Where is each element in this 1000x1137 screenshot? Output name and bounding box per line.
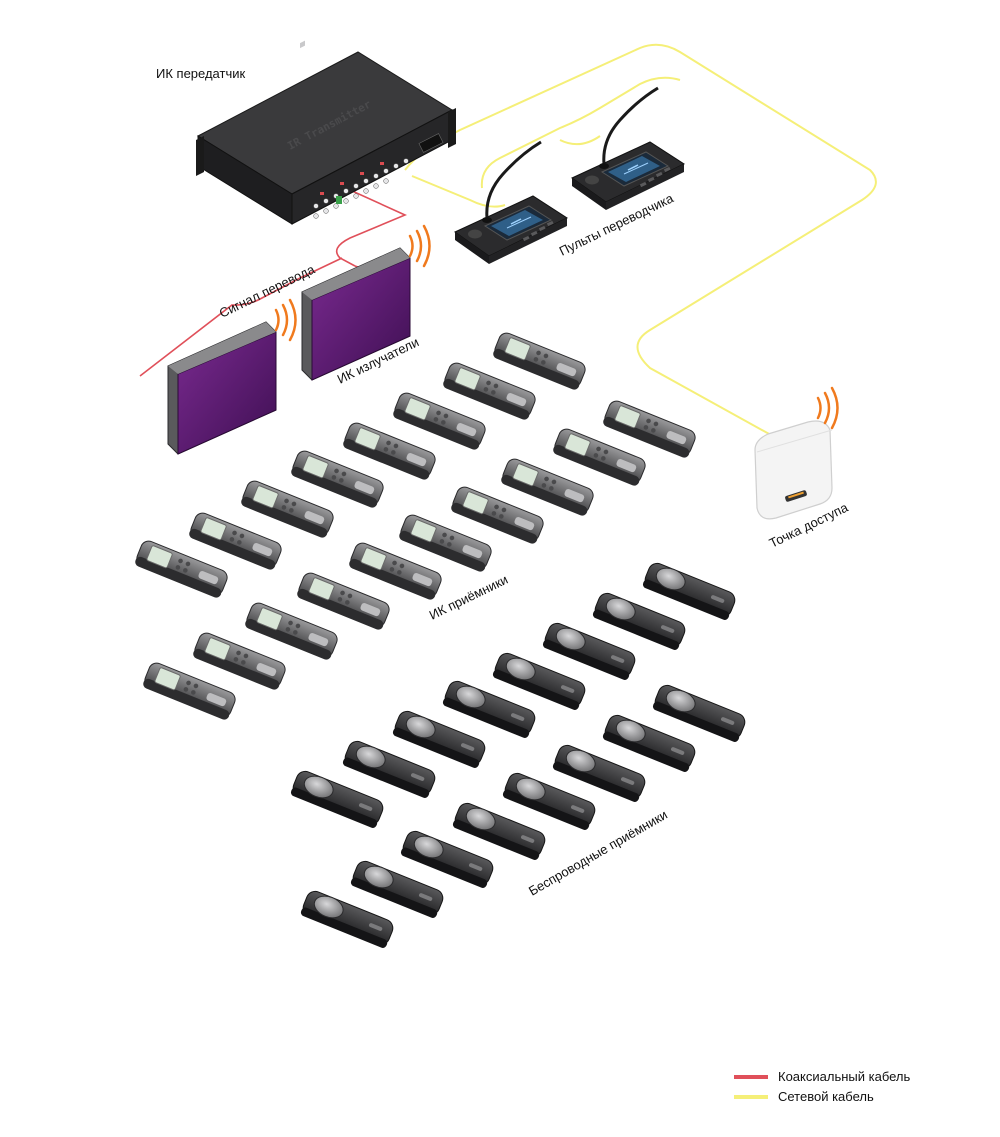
ir-receiver: [134, 539, 230, 599]
ir-receiver: [142, 661, 238, 721]
transmitter-ports: [300, 41, 305, 49]
legend-swatch-network: [734, 1095, 768, 1099]
label-ir-transmitter: ИК передатчик: [156, 66, 245, 81]
interpreter-console-1: [455, 142, 567, 264]
legend-item-network: Сетевой кабель: [734, 1089, 874, 1104]
legend-label-coax: Коаксиальный кабель: [778, 1069, 910, 1084]
legend-label-network: Сетевой кабель: [778, 1089, 874, 1104]
wireless-receiver: [290, 769, 386, 829]
ir-receiver: [244, 601, 340, 661]
wireless-receiver: [342, 739, 438, 799]
radiator-2-waves: [410, 226, 430, 266]
label-wireless-receivers: Беспроводные приёмники: [526, 807, 670, 899]
wireless-receiver: [300, 889, 396, 949]
ir-receiver: [240, 479, 336, 539]
legend-item-coax: Коаксиальный кабель: [734, 1069, 910, 1084]
ir-receiver: [296, 571, 392, 631]
legend-swatch-coax: [734, 1075, 768, 1079]
legend: Коаксиальный кабель Сетевой кабель: [734, 1069, 910, 1104]
access-point: [755, 421, 832, 519]
radiator-1-waves: [276, 300, 296, 340]
